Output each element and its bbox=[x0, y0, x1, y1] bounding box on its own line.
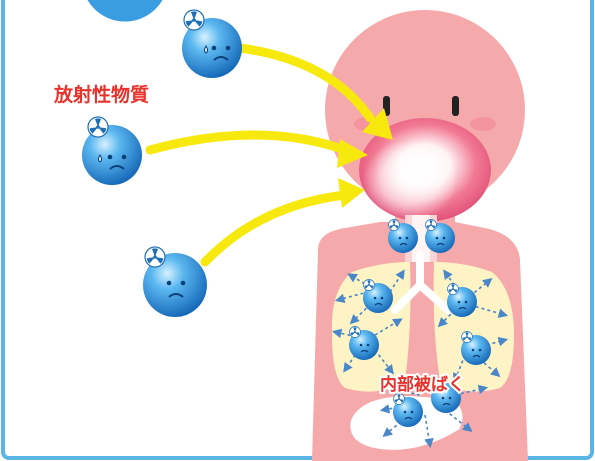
radiation-trefoil-icon bbox=[145, 247, 165, 267]
radioactive-particle-icon bbox=[182, 10, 242, 78]
right-eye bbox=[452, 96, 459, 116]
radiation-trefoil-icon bbox=[184, 10, 204, 30]
corner-particle-icon bbox=[80, 0, 170, 23]
right-cheek bbox=[470, 117, 496, 131]
radioactive-particle-icon bbox=[143, 247, 207, 317]
radiation-trefoil-icon bbox=[88, 117, 108, 137]
radioactive-particle-icon bbox=[82, 117, 142, 185]
radioactive-material-label: 放射性物質 bbox=[53, 83, 149, 106]
internal-exposure-label: 内部被ばく bbox=[380, 374, 465, 395]
arrow-2 bbox=[150, 135, 345, 150]
